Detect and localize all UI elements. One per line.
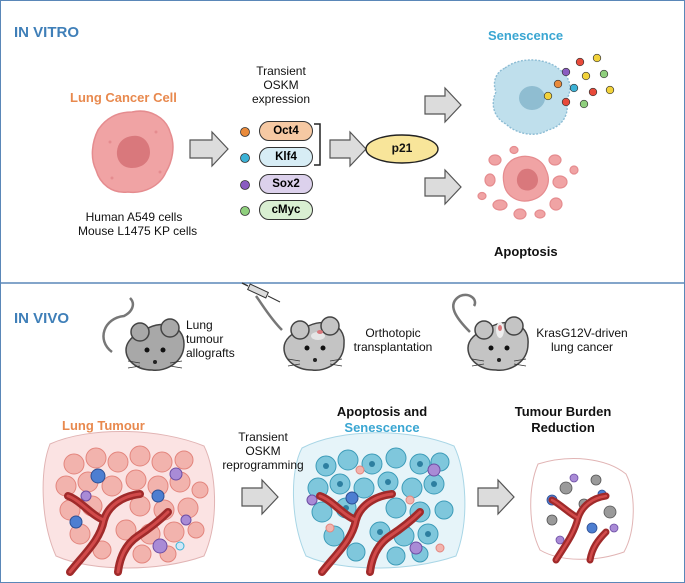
reprogramming-line-3: reprogramming <box>222 458 304 472</box>
bracket-icon <box>314 123 321 166</box>
cmyc-pill: cMyc <box>259 200 313 220</box>
reprogramming-line-1: Transient <box>238 430 288 444</box>
mouse-icon-3 <box>452 293 529 371</box>
mouse-icon-2 <box>241 282 345 371</box>
model-kras-line-1: KrasG12V-driven <box>536 326 628 340</box>
factor-dots <box>240 127 250 216</box>
sox2-pill: Sox2 <box>259 174 313 194</box>
oct4-pill: Oct4 <box>259 121 313 141</box>
model-allografts-line-3: allografts <box>186 346 235 360</box>
oskm-line: OSKM <box>263 78 299 92</box>
apoptosis-and-line: Apoptosis and <box>336 404 428 419</box>
lung-tumour-label: Lung Tumour <box>62 418 145 433</box>
lung-cancer-cell-icon <box>91 110 174 194</box>
arrow-6-icon <box>477 478 515 516</box>
sox2-dot-icon <box>240 180 250 190</box>
arrow-3-icon <box>424 86 462 124</box>
in-vivo-title: IN VIVO <box>14 310 70 327</box>
model-allografts-label: Lung tumour allografts <box>186 318 242 360</box>
apoptosis-label: Apoptosis <box>494 244 558 259</box>
reduction-line: Reduction <box>531 420 595 435</box>
transient-oskm-expression-label: Transient OSKM expression <box>246 64 316 106</box>
model-kras-label: KrasG12V-driven lung cancer <box>530 326 634 354</box>
cmyc-dot-icon <box>240 206 250 216</box>
tumour-burden-line: Tumour Burden <box>514 404 612 419</box>
senescent-tissue-icon <box>292 432 466 576</box>
tumour-burden-reduction-label: Tumour Burden Reduction <box>508 404 618 436</box>
model-orthotopic-line-1: Orthotopic <box>365 326 421 340</box>
transient-oskm-reprogramming-label: Transient OSKM reprogramming <box>222 430 304 472</box>
transient-line: Transient <box>256 64 306 78</box>
senescence-line: Senescence <box>344 420 420 435</box>
model-kras-line-2: lung cancer <box>550 340 614 354</box>
arrow-5-icon <box>241 478 279 516</box>
in-vitro-title: IN VITRO <box>14 24 80 41</box>
model-allografts-line-2: tumour <box>186 332 224 346</box>
lung-cancer-cell-label: Lung Cancer Cell <box>70 90 177 105</box>
model-orthotopic-label: Orthotopic transplantation <box>350 326 436 354</box>
model-orthotopic-line-2: transplantation <box>353 340 433 354</box>
klf4-dot-icon <box>240 153 250 163</box>
cell-lines: Human A549 cells Mouse L1475 KP cells <box>78 210 198 238</box>
arrow-4-icon <box>424 168 462 206</box>
mouse-icon-1 <box>102 297 185 371</box>
syringe-icon <box>241 282 281 303</box>
senescent-cell-icon <box>492 53 615 135</box>
expression-line: expression <box>251 92 311 106</box>
oct4-dot-icon <box>240 127 250 137</box>
p21-ellipse <box>365 134 439 164</box>
reduced-tumour-icon <box>530 458 634 564</box>
reprogramming-line-2: OSKM <box>245 444 281 458</box>
arrow-2-icon <box>329 130 367 168</box>
apoptosis-senescence-label: Apoptosis and Senescence <box>324 404 440 436</box>
apoptotic-cell-icon <box>477 145 579 220</box>
cell-line-mouse: Mouse L1475 KP cells <box>78 224 198 238</box>
cell-line-human: Human A549 cells <box>85 210 183 224</box>
p21-label: p21 <box>391 141 413 155</box>
lung-tumour-tissue-icon <box>42 430 216 576</box>
senescence-label: Senescence <box>488 28 564 43</box>
arrow-1-icon <box>189 130 229 168</box>
klf4-pill: Klf4 <box>259 147 313 167</box>
block-arrows <box>189 86 515 516</box>
model-allografts-line-1: Lung <box>186 318 213 332</box>
